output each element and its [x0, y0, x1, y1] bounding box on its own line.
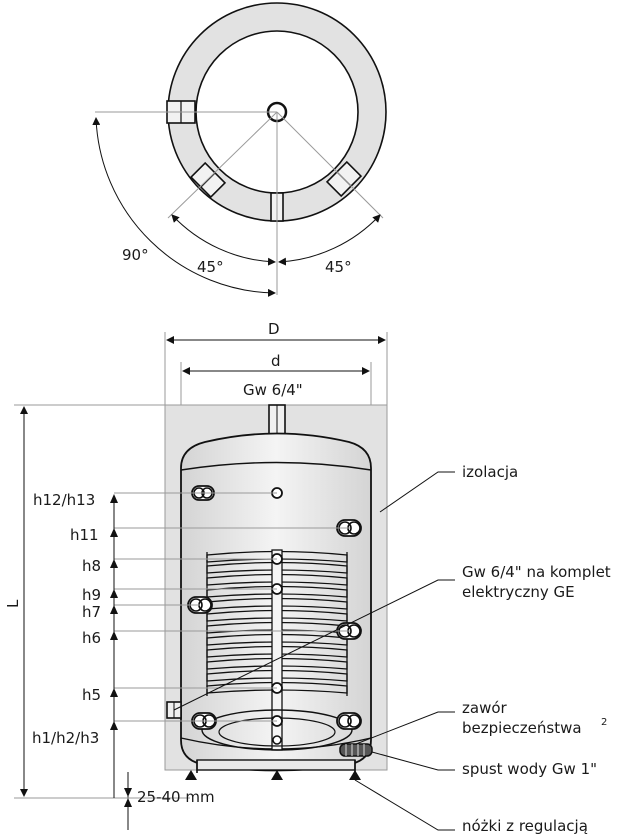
callout-valve-line2: bezpieczeństwa [462, 719, 582, 737]
tank-base [196, 759, 356, 771]
top-view: 90° 45° 45° [92, 2, 387, 297]
feet-range-label: 25-40 mm [137, 788, 215, 806]
callout-heater-line2: elektryczny GE [462, 583, 575, 601]
label-h11: h11 [70, 526, 99, 544]
arc-45-left [171, 214, 276, 266]
callout-line-drain [371, 751, 455, 771]
heating-coil [206, 550, 348, 696]
callout-line-heater [173, 579, 455, 711]
drain-valve [339, 743, 373, 757]
dim-D-label: D [268, 320, 280, 338]
callout-line-insulation [379, 471, 455, 513]
gw-top-label: Gw 6/4" [243, 381, 303, 399]
callout-line-feet [354, 779, 455, 831]
side-view: D d Gw 6/4" [4, 320, 611, 835]
label-h7: h7 [82, 603, 101, 621]
arc-90 [92, 117, 276, 297]
label-h8: h8 [82, 557, 101, 575]
label-h1-h2-h3: h1/h2/h3 [32, 729, 99, 747]
bottom-loop [201, 709, 353, 751]
label-h6: h6 [82, 629, 101, 647]
callout-valve-sup: 2 [601, 717, 607, 728]
foot-center [271, 770, 283, 780]
port-h3 [336, 712, 362, 730]
arc-45-right [278, 214, 381, 266]
foot-left [185, 770, 197, 780]
dim-d-label: d [271, 352, 281, 370]
dim-L-label: L [4, 599, 22, 608]
callout-line-valve [355, 711, 455, 745]
callout-heater-line1: Gw 6/4" na komplet [462, 563, 611, 581]
label-h5: h5 [82, 686, 101, 704]
callout-insulation: izolacja [462, 463, 518, 481]
callout-feet: nóżki z regulacją [462, 817, 588, 835]
label-h12-h13: h12/h13 [33, 491, 95, 509]
callout-valve-line1: zawór [462, 699, 508, 717]
angle-45-right-label: 45° [325, 258, 352, 276]
angle-45-left-label: 45° [197, 258, 224, 276]
angle-90-label: 90° [122, 246, 149, 264]
label-h9: h9 [82, 586, 101, 604]
foot-right [349, 770, 361, 780]
callout-drain: spust wody Gw 1" [462, 760, 597, 778]
